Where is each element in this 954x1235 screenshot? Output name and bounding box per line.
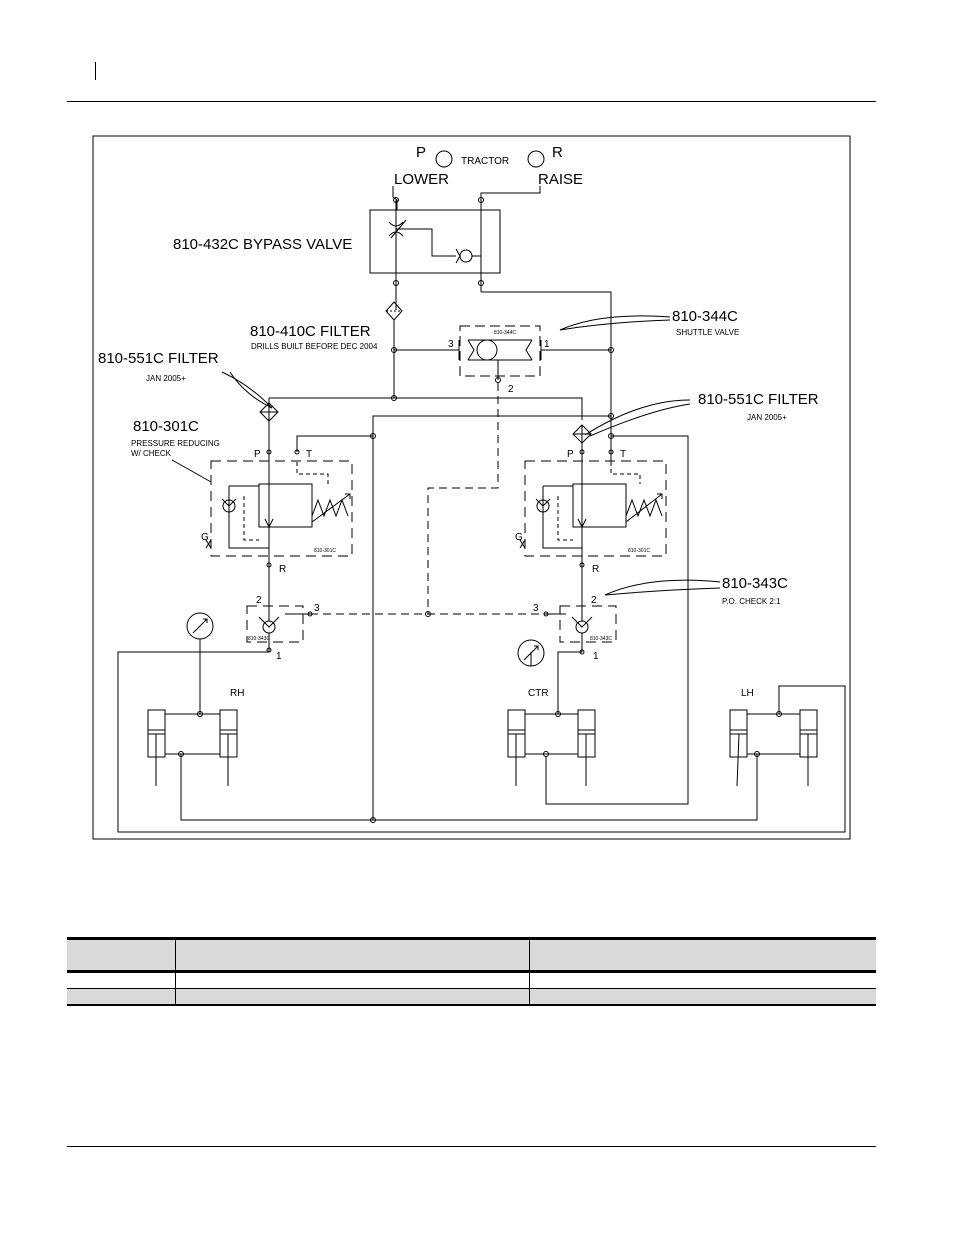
reducer-right-port-p: P — [567, 449, 574, 460]
pocheck-right-port-1: 1 — [593, 651, 599, 662]
return-port-label: R — [552, 144, 563, 161]
footer-rule — [67, 1146, 876, 1147]
pressure-port-label: P — [416, 144, 426, 161]
reducer-left-port-t: T — [306, 449, 312, 460]
reducer-right-inner-label: 810-301C — [628, 548, 650, 554]
pocheck-right-port-2: 2 — [591, 595, 597, 606]
reducer-left-port-g: G — [201, 532, 209, 543]
reducer-right-body — [572, 483, 627, 528]
reducer-left-body — [258, 483, 313, 528]
reducer-right-port-g: G — [515, 532, 523, 543]
header-rule — [67, 101, 876, 102]
table-row — [67, 988, 876, 1006]
header-tick — [95, 62, 96, 80]
reducer-right-dashed-box — [524, 460, 667, 557]
pocheck-left-port-3: 3 — [314, 603, 320, 614]
table-cell — [67, 971, 176, 989]
shuttle-port-1: 1 — [544, 339, 550, 350]
filter-551c-right-note: JAN 2005+ — [747, 413, 787, 422]
return-port-symbol — [527, 150, 545, 168]
filter-410c-note: DRILLS BUILT BEFORE DEC 2004 — [251, 342, 378, 351]
reducer-left-port-r: R — [279, 564, 286, 575]
shuttle-ball — [476, 339, 498, 361]
filter-410c-label: 810-410C FILTER — [250, 323, 371, 340]
table-cell — [175, 971, 530, 989]
parts-table-header-cell — [67, 937, 176, 973]
parts-table — [67, 937, 876, 1006]
pocheck-right-inner-label: 810-343C — [590, 636, 612, 642]
reducer-right-port-t: T — [620, 449, 626, 460]
table-cell — [529, 971, 876, 989]
lh-label: LH — [741, 688, 754, 699]
reducer-left-inner-label: 810-301C — [314, 548, 336, 554]
pocheck-right-port-3: 3 — [533, 603, 539, 614]
parts-table-header-cell — [529, 937, 876, 973]
reducer-right-port-r: R — [592, 564, 599, 575]
bypass-check-ball — [459, 249, 473, 263]
shuttle-valve-part-label: 810-344C — [672, 308, 738, 325]
pilot-line — [427, 383, 499, 614]
table-cell — [175, 988, 530, 1006]
pocheck-right-dashed-box — [559, 605, 617, 643]
pocheck-part-label: 810-343C — [722, 575, 788, 592]
filter-551c-right-label: 810-551C FILTER — [698, 391, 819, 408]
tractor-label: TRACTOR — [461, 156, 509, 167]
rh-label: RH — [230, 688, 244, 699]
pressure-port-symbol — [435, 150, 453, 168]
reducer-left-spring — [311, 498, 349, 518]
table-cell — [529, 988, 876, 1006]
pocheck-left-inner-label: 810-343C — [248, 636, 270, 642]
parts-table-header-cell — [175, 937, 530, 973]
reducer-part-label: 810-301C — [133, 418, 199, 435]
bypass-valve-body — [369, 209, 501, 274]
pocheck-left-port-1: 1 — [276, 651, 282, 662]
shuttle-port-3: 3 — [448, 339, 454, 350]
reducer-desc-2: W/ CHECK — [131, 449, 172, 458]
reducer-left-port-p: P — [254, 449, 261, 460]
pocheck-left-port-2: 2 — [256, 595, 262, 606]
bypass-valve-label: 810-432C BYPASS VALVE — [173, 236, 352, 253]
shuttle-port-2: 2 — [508, 384, 514, 395]
diagram-frame — [92, 135, 851, 840]
raise-label: RAISE — [538, 171, 583, 188]
reducer-right-spring — [625, 498, 663, 518]
ctr-label: CTR — [528, 688, 549, 699]
parts-table-header — [67, 937, 876, 973]
table-row — [67, 971, 876, 989]
reducer-desc-1: PRESSURE REDUCING — [131, 439, 220, 448]
reducer-left-dashed-box — [210, 460, 353, 557]
filter-551c-left-note: JAN 2005+ — [146, 374, 186, 383]
table-cell — [67, 988, 176, 1006]
lower-label: LOWER — [394, 171, 449, 188]
shuttle-valve-desc: SHUTTLE VALVE — [676, 328, 739, 337]
shuttle-valve-inner-label: 810-344C — [494, 330, 516, 336]
pocheck-left-dashed-box — [246, 605, 304, 643]
shuttle-valve-dashed-box — [459, 325, 541, 377]
filter-551c-left-label: 810-551C FILTER — [98, 350, 219, 367]
pocheck-desc: P.O. CHECK 2:1 — [722, 597, 781, 606]
